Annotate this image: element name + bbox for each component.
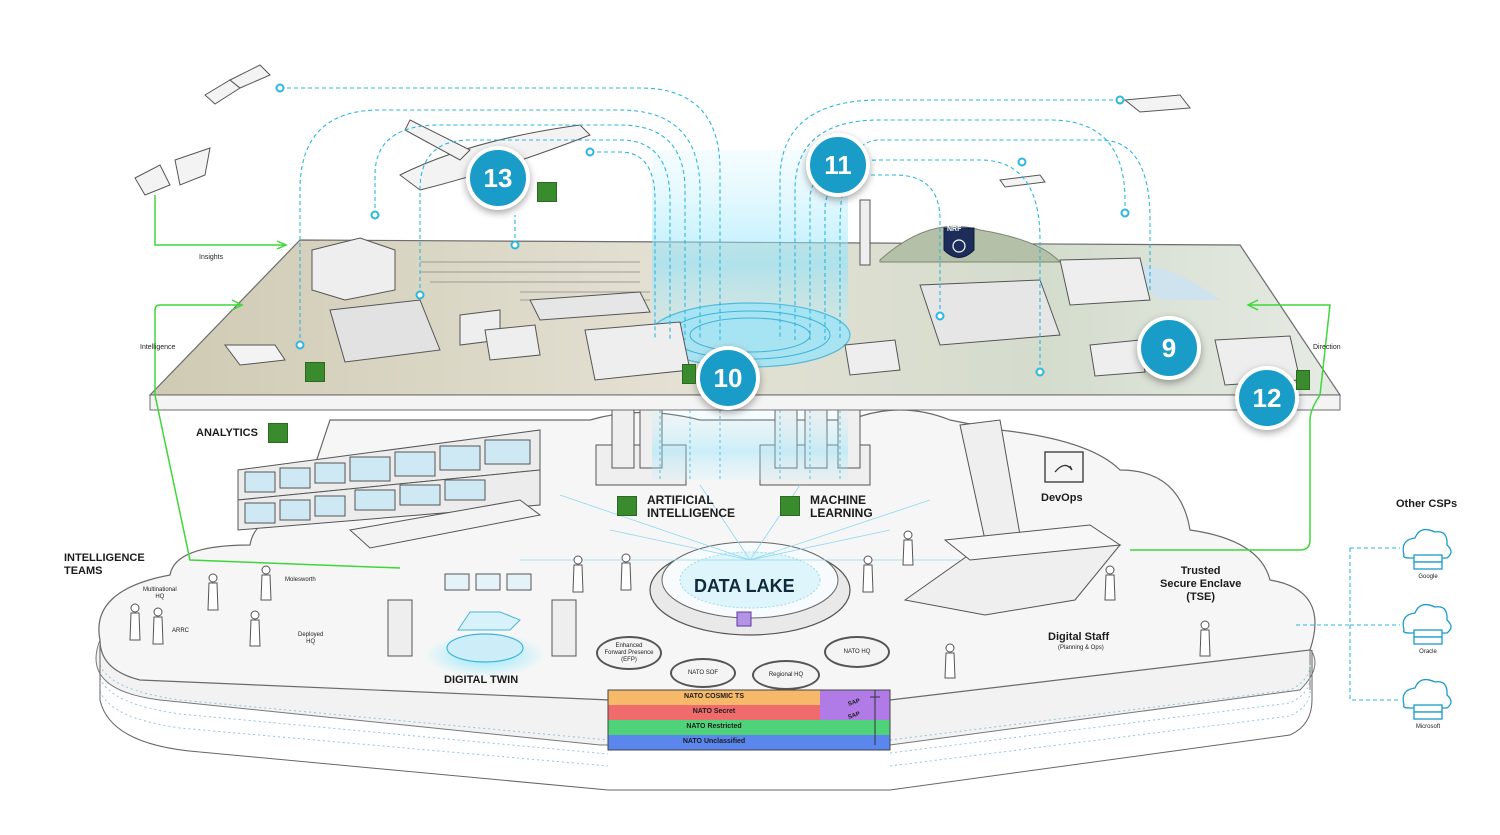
hub-nato-hq-label: NATO HQ <box>843 648 871 655</box>
digital-staff-label: Digital Staff <box>1048 631 1110 643</box>
band-unclassified: NATO Unclassified <box>682 738 746 745</box>
other-csps-label: Other CSPs <box>1396 498 1458 510</box>
digital-twin-label: DIGITAL TWIN <box>444 674 519 686</box>
tse-line1: Trusted <box>1180 565 1221 577</box>
hub-regional-hq-label: Regional HQ <box>768 671 804 678</box>
marker-13: 13 <box>466 146 530 210</box>
intelligence-teams-line2: TEAMS <box>64 565 103 577</box>
ai-label-line1: ARTIFICIAL <box>647 493 714 507</box>
plate-green-icon <box>305 362 325 382</box>
ml-icon <box>780 496 800 516</box>
multinational-hq-line2: HQ <box>155 594 165 600</box>
ml-label-line1: MACHINE <box>810 493 866 507</box>
ai-icon <box>617 496 637 516</box>
devops-label: DevOps <box>1041 492 1083 504</box>
marker-11: 11 <box>806 133 870 197</box>
analytics-wall <box>237 429 542 549</box>
ai-label-line2: INTELLIGENCE <box>647 506 736 520</box>
csp-cloud-icons <box>1402 528 1452 720</box>
deployed-hq-label: Deployed HQ <box>298 632 323 646</box>
marker-9: 9 <box>1137 316 1201 380</box>
plate-assets <box>311 199 1301 386</box>
ml-label-line2: LEARNING <box>810 506 873 520</box>
analytics-label: ANALYTICS <box>196 427 258 439</box>
multinational-hq-line1: Multinational <box>143 587 177 593</box>
hub-nato-sof: NATO SOF <box>670 658 736 688</box>
deployed-hq-line2: HQ <box>306 639 316 645</box>
multinational-hq-label: Multinational HQ <box>143 587 177 601</box>
classification-stack <box>607 689 891 751</box>
link-nodes <box>275 83 1130 377</box>
intelligence-teams-line1: INTELLIGENCE <box>64 552 145 564</box>
tse-line3: (TSE) <box>1186 591 1216 603</box>
data-lake-rays <box>520 484 960 561</box>
hub-efp-line3: (EFP) <box>621 656 637 663</box>
hub-regional-hq: Regional HQ <box>752 660 820 690</box>
hub-efp: Enhanced Forward Presence (EFP) <box>596 636 662 670</box>
insights-label: Insights <box>199 254 224 261</box>
digital-staff-sublabel: (Planning & Ops) <box>1058 645 1104 651</box>
nrf-label: NRF <box>947 226 962 233</box>
data-beam <box>649 150 851 480</box>
molesworth-label: Molesworth <box>285 577 316 583</box>
devops-icon <box>1044 451 1084 483</box>
tse-label: Trusted Secure Enclave (TSE) <box>1160 565 1241 604</box>
people-figures <box>129 530 1211 679</box>
ml-label: MACHINE LEARNING <box>810 494 873 520</box>
ai-label: ARTIFICIAL INTELLIGENCE <box>647 494 735 520</box>
deployed-hq-line1: Deployed <box>298 632 324 638</box>
hub-efp-line1: Enhanced <box>615 642 643 649</box>
data-lake-label: DATA LAKE <box>694 576 795 596</box>
marker-13-icon <box>537 182 557 202</box>
hub-nato-sof-label: NATO SOF <box>687 669 719 676</box>
band-restricted: NATO Restricted <box>686 723 742 730</box>
csp-microsoft-label: Microsoft <box>1415 724 1441 730</box>
arrc-label: ARRC <box>172 628 190 634</box>
intelligence-teams-label: INTELLIGENCE TEAMS <box>64 552 145 578</box>
nrf-shield-icon <box>943 227 975 258</box>
digital-staff-area <box>903 419 1122 616</box>
csp-oracle-label: Oracle <box>1419 649 1437 655</box>
analytics-icon <box>268 423 288 443</box>
csp-google-label: Google <box>1418 574 1438 580</box>
digital-twin-platform <box>387 599 577 677</box>
marker-10-icon <box>682 364 696 384</box>
classification-labels: NATO COSMIC TS NATO Secret NATO Restrict… <box>608 690 820 750</box>
hub-nato-hq: NATO HQ <box>824 636 890 668</box>
band-cosmic-ts: NATO COSMIC TS <box>683 693 745 700</box>
status-screens <box>444 573 532 591</box>
tse-line2: Secure Enclave <box>1160 578 1242 590</box>
intelligence-label: Intelligence <box>140 344 176 351</box>
marker-10: 10 <box>696 346 760 410</box>
direction-label: Direction <box>1313 344 1341 351</box>
marker-12-icon <box>1296 370 1310 390</box>
band-secret: NATO Secret <box>692 708 736 715</box>
green-flows <box>154 195 1331 569</box>
data-lake-pool <box>649 541 851 636</box>
hub-efp-line2: Forward Presence <box>604 649 654 656</box>
marker-12: 12 <box>1235 366 1299 430</box>
